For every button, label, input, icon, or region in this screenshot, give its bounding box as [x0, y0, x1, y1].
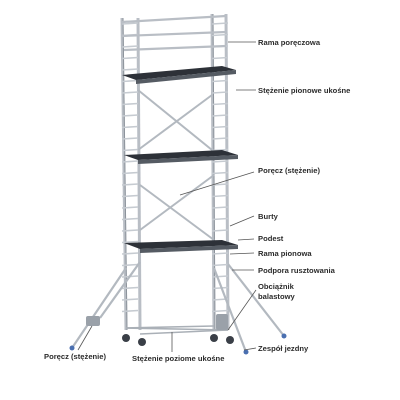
frame-rung	[211, 102, 229, 106]
frame-rung	[121, 298, 139, 301]
frame-rung	[211, 160, 229, 163]
label-rama-pionowa: Rama pionowa	[258, 249, 312, 258]
label-stezenie-pionowe: Stężenie pionowe ukośne	[258, 86, 351, 95]
frame-rung	[211, 309, 229, 313]
label-rama-poreczowa: Rama poręczowa	[258, 38, 321, 47]
frame-rung	[121, 91, 139, 94]
frame-rung	[211, 22, 229, 25]
frame-rung	[211, 114, 229, 117]
label-podest: Podest	[258, 234, 284, 243]
wheels	[122, 334, 234, 346]
frame-rung	[211, 286, 229, 290]
frame-rung	[121, 102, 139, 106]
frame-rung	[211, 125, 229, 129]
frame-rung	[121, 22, 139, 25]
frame-rung	[121, 240, 139, 244]
frame-rung	[121, 229, 139, 232]
frame-rung	[121, 171, 139, 175]
frame-rung	[211, 194, 229, 198]
platforms	[122, 66, 238, 253]
frame-rung	[121, 68, 139, 71]
frame-rung	[211, 217, 229, 221]
frame-rung	[211, 171, 229, 175]
frame-rung	[121, 56, 139, 60]
frame-rung	[121, 148, 139, 152]
outrigger-feet	[69, 333, 287, 355]
label-obciaznik-1: Obciążnik	[258, 282, 294, 291]
frame-rung	[121, 263, 139, 267]
frame-rung	[211, 148, 229, 152]
base-frame	[125, 325, 229, 335]
frame-rung	[211, 252, 229, 255]
platform-middle	[124, 150, 238, 160]
label-zespol-jezdny: Zespół jezdny	[258, 344, 309, 353]
frame-rung	[211, 275, 229, 278]
frame-rung	[121, 252, 139, 255]
frame-rung	[211, 56, 229, 60]
label-burty: Burty	[258, 212, 278, 221]
frame-rung	[211, 229, 229, 232]
label-porecz-stezenie-left: Poręcz (stężenie)	[44, 352, 107, 361]
frame-rung	[211, 79, 229, 83]
frame-rung	[121, 137, 139, 140]
frame-rung	[121, 114, 139, 117]
ballast-weights	[86, 314, 228, 330]
platform-top	[122, 66, 236, 80]
guardrail-frame	[121, 14, 227, 52]
frame-rung	[121, 160, 139, 163]
base-outriggers	[71, 261, 285, 353]
frame-rung	[211, 183, 229, 186]
frame-rung	[211, 91, 229, 94]
frame-rung	[121, 217, 139, 221]
platform-lower	[124, 240, 238, 249]
frame-rung	[121, 125, 139, 129]
frame-rung	[211, 137, 229, 140]
frame-rung	[121, 45, 139, 48]
label-stezenie-poziome: Stężenie poziome ukośne	[132, 354, 225, 363]
label-podpora: Podpora rusztowania	[258, 266, 335, 275]
frame-rung	[121, 194, 139, 198]
frame-rung	[211, 206, 229, 209]
frame-rung	[121, 79, 139, 83]
frame-rung	[121, 206, 139, 209]
frame-rung	[211, 33, 229, 37]
frame-rung	[121, 309, 139, 313]
frame-rung	[121, 286, 139, 290]
label-porecz-stezenie-right: Poręcz (stężenie)	[258, 166, 321, 175]
diagonal-braces	[137, 89, 215, 241]
frame-rung	[121, 183, 139, 186]
callout-lines	[77, 41, 257, 352]
label-obciaznik-2: balastowy	[258, 292, 295, 301]
frame-rung	[211, 263, 229, 267]
